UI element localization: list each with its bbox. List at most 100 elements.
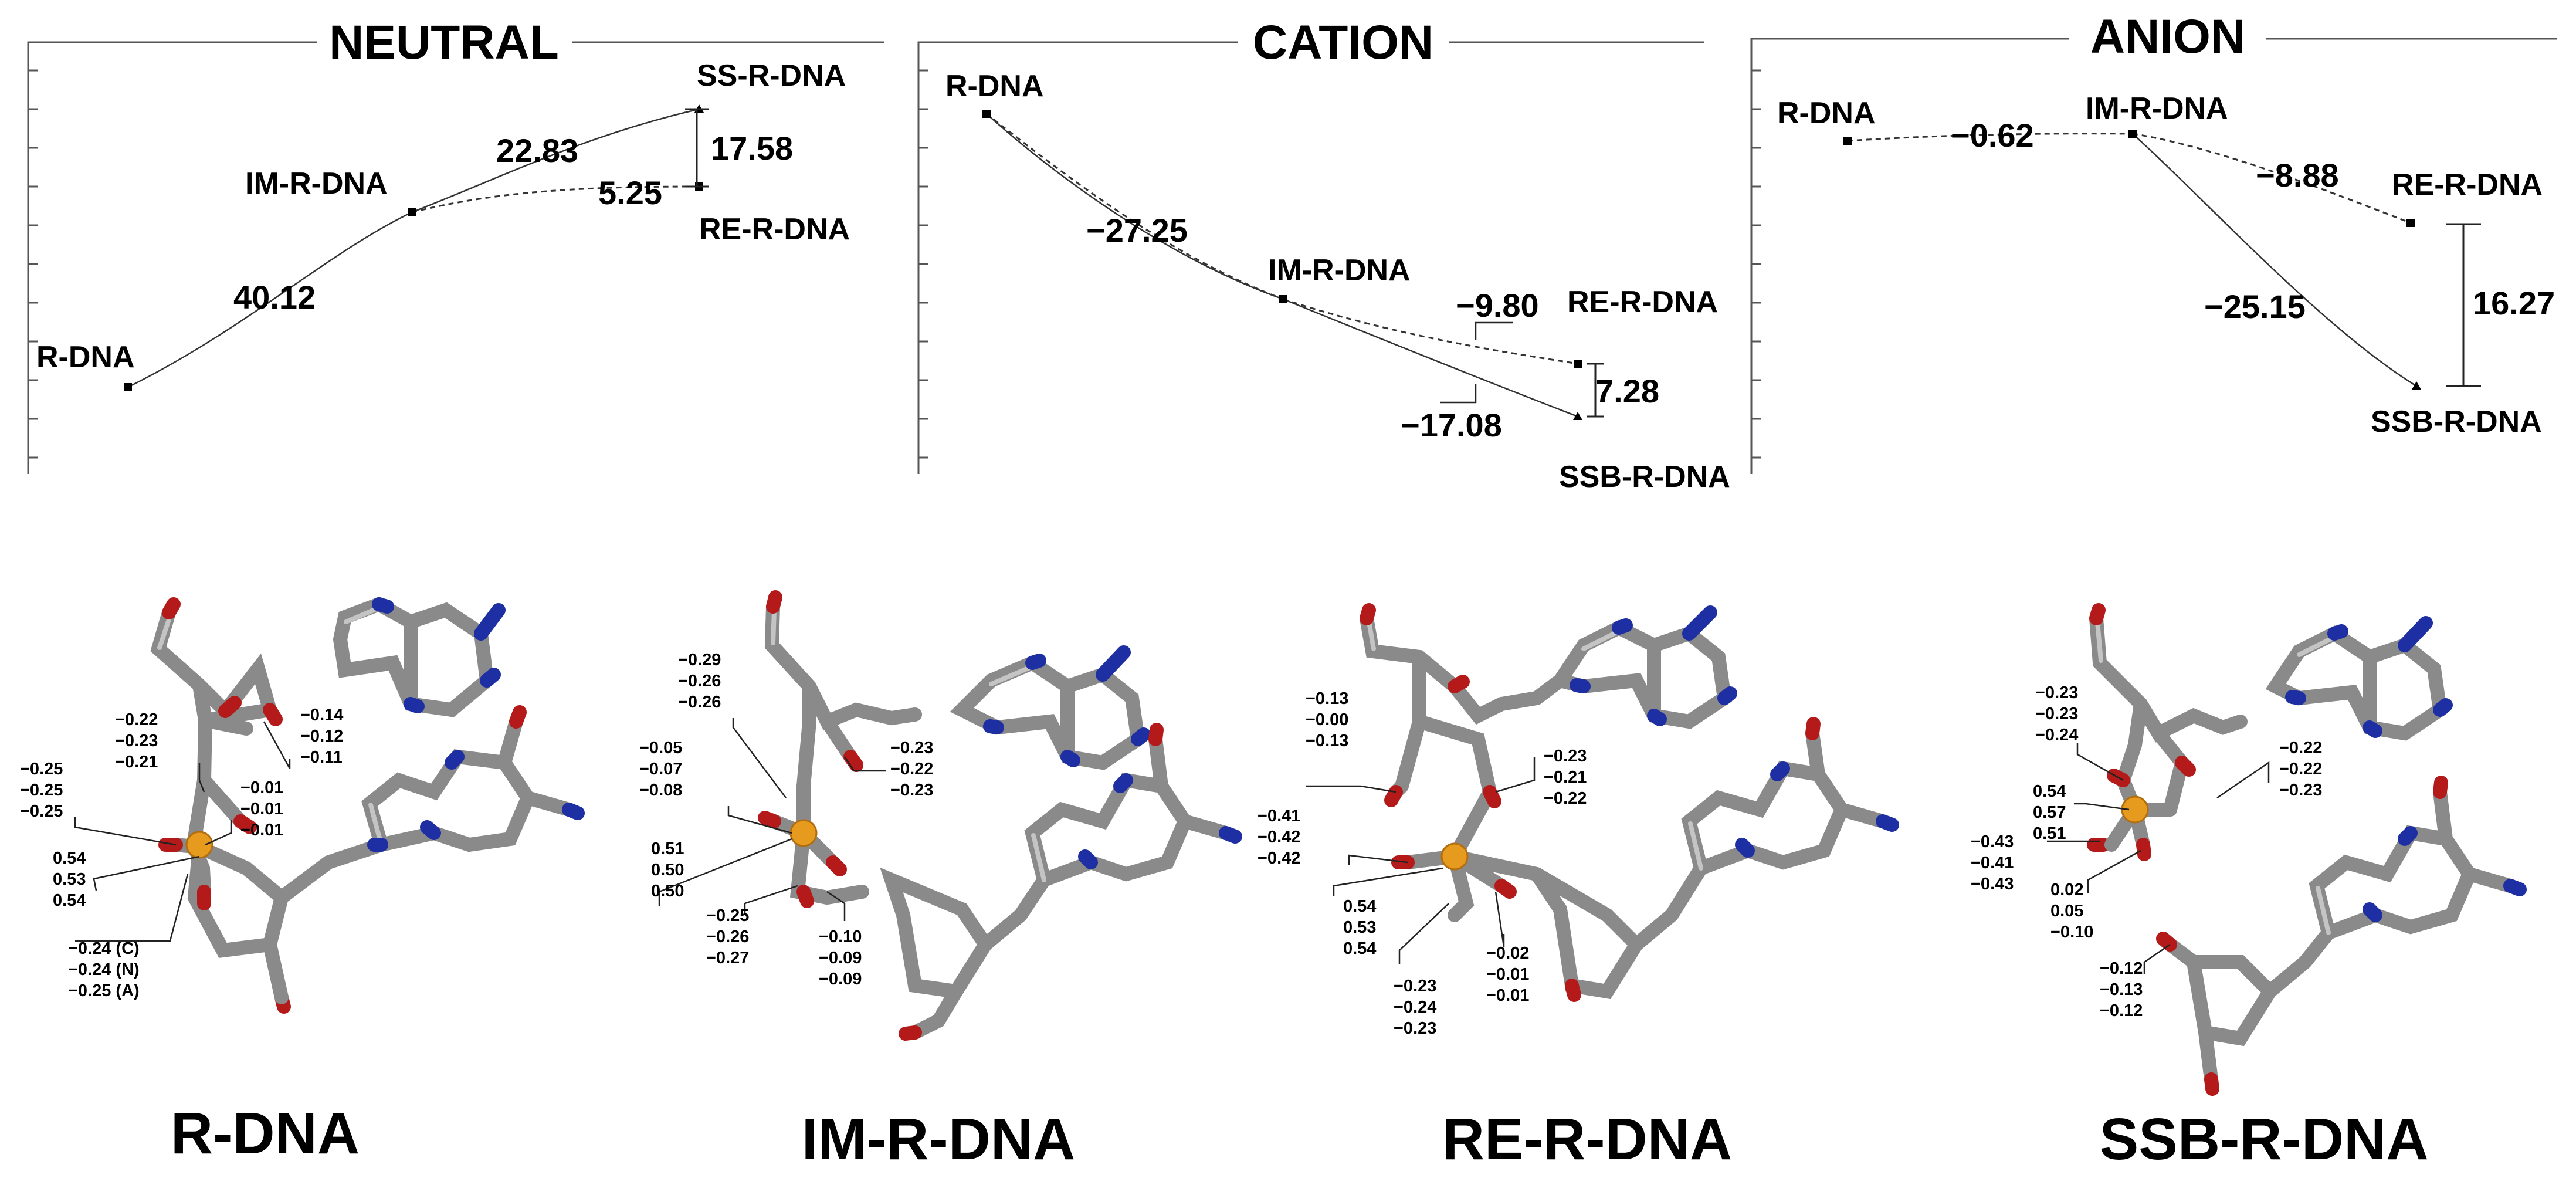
anion-point-im [2128, 130, 2137, 138]
cation-frame [917, 41, 1704, 474]
cation-path-r-im [986, 113, 1284, 300]
r-dna-charge-value: −0.11 [300, 748, 343, 767]
im-r-dna-charge-2: −0.05−0.07−0.08 [639, 739, 682, 800]
anion-path-r-im [1847, 133, 2133, 142]
anion-label-re: RE-R-DNA [2392, 168, 2543, 202]
ssb-r-dna-structure [2087, 603, 2527, 1096]
r-dna-charge-value: −0.24 (N) [68, 960, 140, 979]
re-r-dna-charge-value: −0.42 [1258, 828, 1300, 847]
cation-leader-re [1475, 321, 1513, 340]
anion-gap-bracket [2446, 223, 2481, 387]
im-r-dna-charge-value: 0.50 [651, 882, 684, 901]
neutral-title: NEUTRAL [329, 16, 559, 69]
anion-path-im-ssb [2132, 133, 2417, 387]
anion-title: ANION [2090, 10, 2245, 63]
cation-point-re [1574, 360, 1582, 368]
anion-point-ssb [2412, 381, 2421, 390]
ssb-r-dna-charge-value: 0.54 [2033, 782, 2066, 801]
im-r-dna-charge-value: −0.07 [639, 760, 682, 778]
im-r-dna-charge-value: −0.26 [706, 927, 749, 946]
anion-label-r: R-DNA [1777, 96, 1876, 130]
anion-label-im: IM-R-DNA [2086, 92, 2228, 126]
cation-value-gap: 7.28 [1595, 373, 1659, 409]
neutral-point-r [124, 383, 132, 391]
re-r-dna-name: RE-R-DNA [1442, 1106, 1732, 1172]
neutral-frame [27, 41, 884, 474]
cation-label-im: IM-R-DNA [1268, 253, 1411, 287]
anion-frame [1750, 38, 2557, 474]
r-dna-charge-value: −0.21 [115, 753, 158, 771]
ssb-r-dna-name: SSB-R-DNA [2099, 1106, 2428, 1172]
r-dna-charge-value: −0.01 [240, 800, 283, 818]
im-r-dna-name: IM-R-DNA [802, 1106, 1076, 1172]
re-r-dna-charge-value: −0.13 [1306, 689, 1348, 708]
neutral-label-r: R-DNA [36, 340, 135, 374]
ssb-r-dna-charge-value: −0.22 [2279, 760, 2322, 778]
neutral-value-im-ss: 22.83 [496, 132, 578, 169]
re-r-dna-structure [1360, 603, 1899, 1002]
neutral-axis-ticks [28, 69, 38, 459]
neutral-path-im-re [411, 185, 700, 214]
re-r-dna-charge-value: −0.01 [1486, 986, 1529, 1005]
im-r-dna-charge-value: −0.05 [639, 739, 682, 757]
ssb-r-dna-charge-value: −0.10 [2050, 923, 2093, 942]
cation-gap-bracket [1587, 363, 1604, 418]
ssb-r-dna-charge-value: −0.12 [2100, 1001, 2143, 1020]
neutral-label-ss: SS-R-DNA [697, 59, 846, 93]
r-dna-charge-value: −0.01 [240, 821, 283, 839]
im-r-dna-charge-value: −0.23 [890, 781, 933, 800]
r-dna-charge-value: −0.25 [20, 760, 63, 778]
re-r-dna-charge-value: −0.22 [1544, 789, 1587, 808]
molecule-r-dna: −0.25−0.25−0.25 −0.22−0.23−0.21 −0.14−0.… [20, 596, 585, 1166]
r-dna-charge-3: −0.14−0.12−0.11 [300, 706, 343, 767]
ssb-r-dna-charge-value: −0.13 [2100, 980, 2143, 999]
cation-label-ssb: SSB-R-DNA [1559, 460, 1730, 494]
im-r-dna-charge-value: −0.27 [706, 949, 749, 967]
anion-point-r [1843, 137, 1852, 145]
im-r-dna-charge-value: −0.22 [890, 760, 933, 778]
ssb-r-dna-charge-value: −0.43 [1971, 832, 2014, 851]
neutral-gap-bracket [685, 108, 709, 188]
re-r-dna-charge-5: −0.23−0.24−0.23 [1394, 977, 1436, 1038]
ssb-r-dna-charge-6: −0.12 −0.13 −0.12 [2100, 959, 2143, 1020]
r-dna-charge-2: −0.22 −0.23 −0.21 [115, 710, 158, 771]
r-dna-charge-value: −0.25 [20, 802, 63, 821]
neutral-value-gap: 17.58 [711, 130, 793, 167]
cation-point-r [982, 110, 991, 118]
ssb-r-dna-charge-value: 0.57 [2033, 803, 2066, 822]
re-r-dna-charge-value: 0.54 [1343, 897, 1376, 916]
ssb-r-dna-charge-value: 0.02 [2050, 881, 2083, 899]
ssb-r-dna-charge-value: −0.12 [2100, 959, 2143, 978]
im-r-dna-charge-value: −0.26 [678, 693, 721, 712]
im-r-dna-charge-value: −0.29 [678, 651, 721, 669]
r-dna-charge-6: −0.24 (C)−0.24 (N)−0.25 (A) [68, 939, 140, 1000]
r-dna-charge-value: −0.12 [300, 727, 343, 746]
r-dna-charge-value: −0.22 [115, 710, 158, 729]
anion-point-re [2406, 219, 2415, 227]
ssb-r-dna-charge-value: −0.22 [2279, 739, 2322, 757]
re-r-dna-charge-value: −0.23 [1394, 1019, 1436, 1038]
anion-value-gap: 16.27 [2473, 285, 2555, 321]
cation-value-r-im: −27.25 [1086, 212, 1188, 249]
r-dna-structure [150, 596, 585, 1014]
molecule-im-r-dna: −0.29−0.26−0.26 −0.05−0.07−0.08 −0.23−0.… [639, 590, 1242, 1172]
re-r-dna-charge-2: −0.23−0.21−0.22 [1544, 747, 1587, 808]
ssb-r-dna-charge-value: −0.43 [1971, 875, 2014, 893]
ssb-r-dna-charge-value: 0.05 [2050, 902, 2083, 920]
im-r-dna-charge-value: −0.10 [819, 927, 862, 946]
r-dna-charge-value: 0.53 [53, 870, 86, 889]
re-r-dna-charge-value: −0.21 [1544, 768, 1587, 787]
ssb-r-dna-charge-value: −0.23 [2035, 683, 2078, 702]
ssb-r-dna-charge-4: −0.43−0.41−0.43 [1971, 832, 2014, 893]
im-r-dna-structure [758, 590, 1242, 1041]
cation-point-ssb [1573, 412, 1582, 420]
cation-point-im [1279, 295, 1287, 303]
ssb-r-dna-charge-1: −0.23−0.23−0.24 [2035, 683, 2078, 744]
anion-axis-ticks [1751, 69, 1761, 459]
im-r-dna-charge-value: −0.09 [819, 970, 862, 989]
r-dna-charge-value: −0.23 [115, 732, 158, 750]
im-r-dna-charge-leaders [658, 718, 886, 921]
r-dna-name: R-DNA [171, 1101, 360, 1166]
